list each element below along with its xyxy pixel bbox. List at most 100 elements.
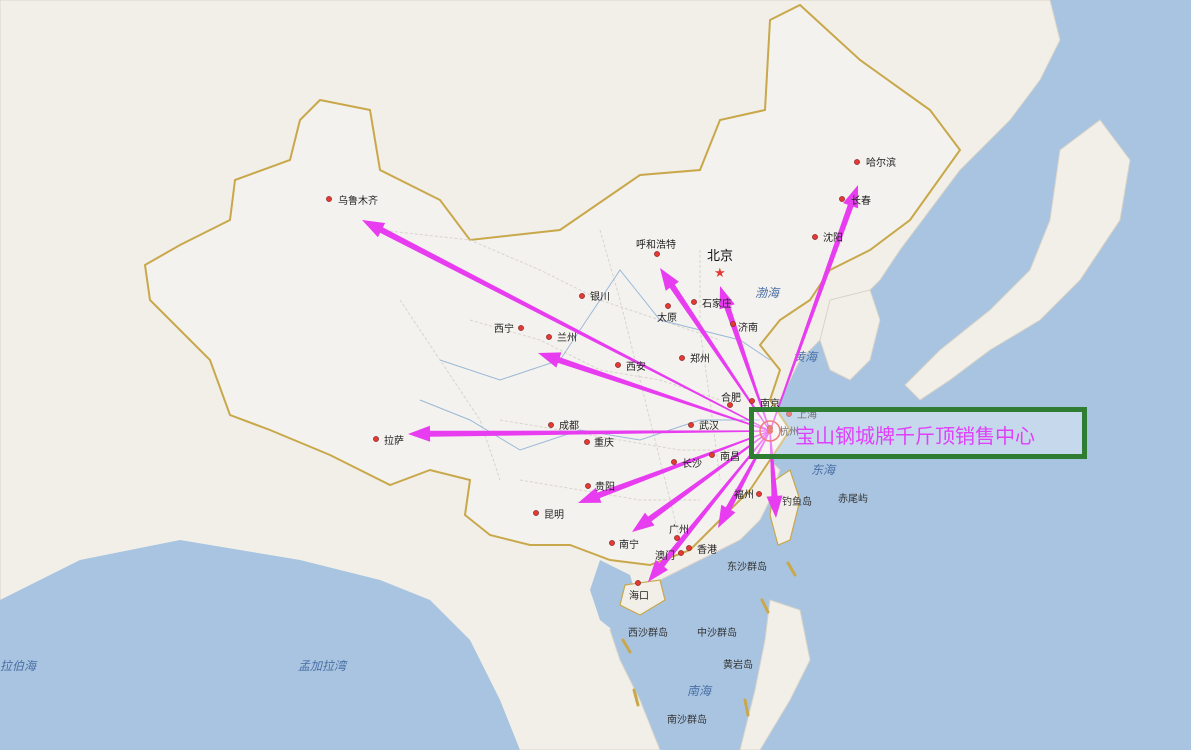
- korea-peninsula: [819, 289, 881, 381]
- province-borders: [379, 229, 740, 541]
- city-dot-icon: [671, 459, 677, 465]
- city-label: 拉萨: [384, 434, 404, 447]
- rivers: [419, 269, 771, 451]
- sales-arrow: [766, 431, 783, 518]
- city-dot-icon: [326, 196, 332, 202]
- city-dot-icon: [749, 398, 755, 404]
- sea-label-arabian: 拉伯海: [0, 659, 38, 673]
- city-label: 石家庄: [702, 297, 732, 310]
- city-dot-icon: [518, 325, 524, 331]
- city-dot-icon: [756, 491, 762, 497]
- city-label: 杭州: [779, 425, 799, 438]
- city-dot-icon: [654, 251, 660, 257]
- city-dot-icon: [373, 436, 379, 442]
- hainan: [619, 579, 666, 616]
- city-label: 郑州: [690, 352, 710, 365]
- sales-arrow: [578, 430, 771, 503]
- city-dot-icon: [665, 303, 671, 309]
- island-label-nansha: 南沙群岛: [667, 713, 707, 726]
- origin-marker: [759, 420, 781, 442]
- city-label: 海口: [629, 589, 649, 602]
- sales-arrow: [632, 430, 771, 532]
- city-dot-icon: [584, 439, 590, 445]
- city-dot-icon: [609, 540, 615, 546]
- city-dot-icon: [688, 422, 694, 428]
- sea-label-bohai: 渤海: [755, 286, 781, 300]
- island-label-huangyan: 黄岩岛: [723, 658, 753, 671]
- city-label: 合肥: [721, 391, 741, 404]
- bay-of-bengal: [0, 540, 520, 750]
- island-label-dongsha: 东沙群岛: [727, 560, 767, 573]
- city-dot-icon: [839, 196, 845, 202]
- capital-star-icon: ★: [714, 266, 726, 281]
- city-dot-icon: [579, 293, 585, 299]
- island-label-zhongsha: 中沙群岛: [697, 626, 737, 639]
- city-label: 福州: [734, 488, 754, 501]
- city-label: 昆明: [544, 509, 564, 521]
- nine-dash-line: [621, 561, 797, 717]
- island-label-chiwei: 赤尾屿: [838, 493, 868, 505]
- city-label: 沈阳: [823, 231, 843, 244]
- city-dot-icon: [679, 355, 685, 361]
- city-label: 南昌: [720, 450, 740, 463]
- title-box: [749, 407, 1087, 459]
- sea-label-bengal: 孟加拉湾: [298, 659, 348, 673]
- city-dot-icon: [674, 535, 680, 541]
- sales-arrow: [362, 220, 771, 432]
- city-label: 呼和浩特: [636, 239, 676, 251]
- city-dot-icon: [546, 334, 552, 340]
- city-dot-icon: [686, 545, 692, 551]
- sales-arrow: [769, 185, 859, 432]
- city-dot-icon: [730, 321, 736, 327]
- island-label-diaoyu: 钓鱼岛: [782, 495, 812, 508]
- sea-label-donghai: 东海: [811, 463, 837, 477]
- city-dot-icon: [727, 402, 733, 408]
- city-label: 澳门: [655, 549, 675, 562]
- city-label: 哈尔滨: [866, 156, 896, 169]
- city-dot-icon: [533, 510, 539, 516]
- city-dot-icon: [585, 483, 591, 489]
- capital-label: 北京: [707, 249, 733, 264]
- sales-arrows: [362, 185, 859, 582]
- city-label: 济南: [738, 321, 758, 334]
- city-label: 南宁: [619, 538, 639, 551]
- city-label: 香港: [697, 544, 717, 556]
- city-label: 银川: [590, 290, 610, 303]
- city-label: 广州: [669, 524, 689, 536]
- city-dot-icon: [615, 362, 621, 368]
- city-label: 重庆: [594, 436, 614, 449]
- origin-dot-icon: [767, 428, 773, 434]
- origin-ring-icon: [759, 420, 781, 442]
- city-dot-icon: [854, 159, 860, 165]
- city-label: 西安: [626, 360, 646, 373]
- city-dot-icon: [635, 580, 641, 586]
- city-label: 武汉: [699, 419, 719, 432]
- city-label: 贵阳: [595, 480, 615, 493]
- sea-label-huanghai: 黄海: [793, 350, 819, 364]
- city-label: 乌鲁木齐: [338, 194, 378, 207]
- city-label: 西宁: [494, 322, 514, 335]
- philippines: [739, 599, 811, 750]
- city-dot-icon: [548, 422, 554, 428]
- city-dot-icon: [709, 452, 715, 458]
- taiwan: [769, 469, 801, 546]
- city-dot-icon: [812, 234, 818, 240]
- china-border: [143, 3, 962, 567]
- japan: [904, 119, 1131, 401]
- city-label: 兰州: [557, 331, 577, 344]
- sea-label-nanhai: 南海: [687, 684, 713, 698]
- island-label-xisha: 西沙群岛: [628, 626, 668, 639]
- city-label: 太原: [657, 311, 677, 324]
- city-label: 成都: [559, 420, 579, 432]
- city-dot-icon: [691, 299, 697, 305]
- sales-center-title: 宝山钢城牌千斤顶销售中心: [795, 424, 1035, 448]
- city-label: 长沙: [682, 458, 702, 470]
- city-markers: 哈尔滨长春沈阳乌鲁木齐呼和浩特银川石家庄太原济南西宁兰州西安郑州合肥南京上海杭州…: [326, 156, 896, 602]
- sales-arrow: [648, 430, 771, 582]
- sales-arrow: [408, 425, 770, 442]
- city-label: 南京: [760, 397, 780, 410]
- city-label: 长春: [851, 195, 871, 207]
- gulf-of-tonkin: [590, 560, 640, 640]
- city-dot-icon: [678, 550, 684, 556]
